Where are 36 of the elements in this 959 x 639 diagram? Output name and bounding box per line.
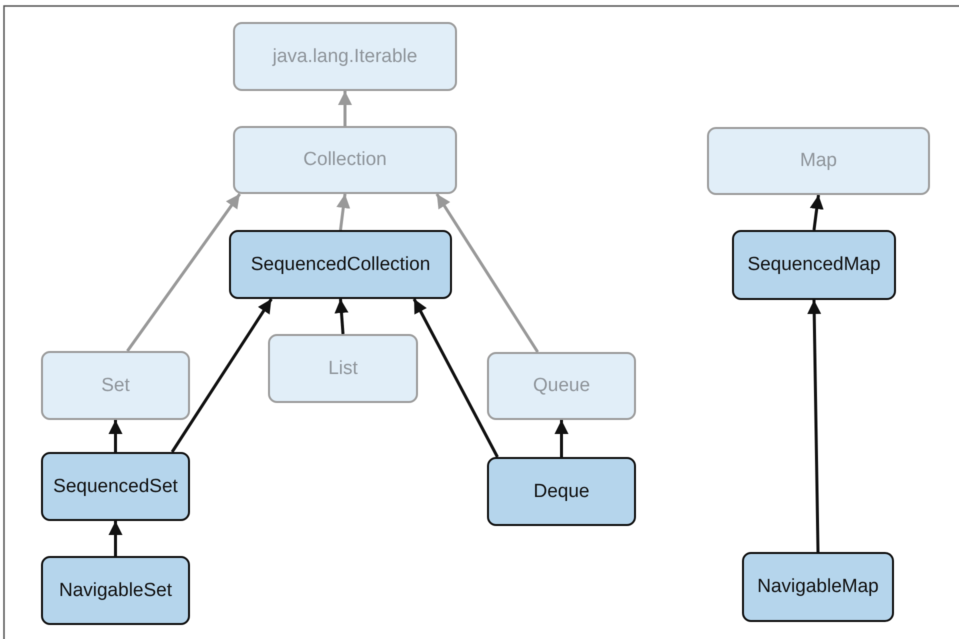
interface-name: NavigableSet — [58, 580, 172, 602]
interface-box — [487, 457, 636, 526]
interface-box — [233, 22, 457, 91]
arrow — [810, 194, 824, 230]
interface-box — [707, 127, 930, 195]
interface-name: SequencedCollection — [250, 254, 430, 276]
interface-box — [732, 230, 896, 300]
arrow — [436, 193, 539, 353]
interface-name: Set — [101, 374, 130, 396]
interface-name: Collection — [303, 149, 387, 171]
interface-name: Queue — [532, 375, 590, 397]
interface-box — [268, 334, 418, 403]
arrow — [334, 298, 348, 334]
interface-name: NavigableMap — [757, 576, 879, 598]
interface-name: java.lang.Iterable — [272, 46, 418, 68]
arrow — [338, 91, 352, 126]
arrow — [108, 521, 122, 556]
arrow — [554, 420, 568, 457]
interface-name: List — [328, 358, 358, 380]
interface-box — [41, 452, 190, 521]
arrow — [108, 420, 122, 452]
interface-box — [233, 126, 457, 194]
interface-name: SequencedMap — [747, 254, 881, 276]
interface-name: Map — [800, 150, 837, 172]
interface-box — [41, 351, 190, 420]
interface-box — [487, 352, 636, 420]
arrow — [336, 194, 350, 230]
interface-box — [742, 552, 894, 622]
arrow — [170, 298, 273, 453]
arrow — [126, 193, 241, 352]
interface-box — [41, 556, 190, 625]
arrow — [412, 298, 499, 458]
arrow — [807, 300, 822, 552]
interface-box — [229, 230, 452, 299]
interface-name: SequencedSet — [53, 476, 178, 498]
interface-name: Deque — [534, 480, 590, 502]
